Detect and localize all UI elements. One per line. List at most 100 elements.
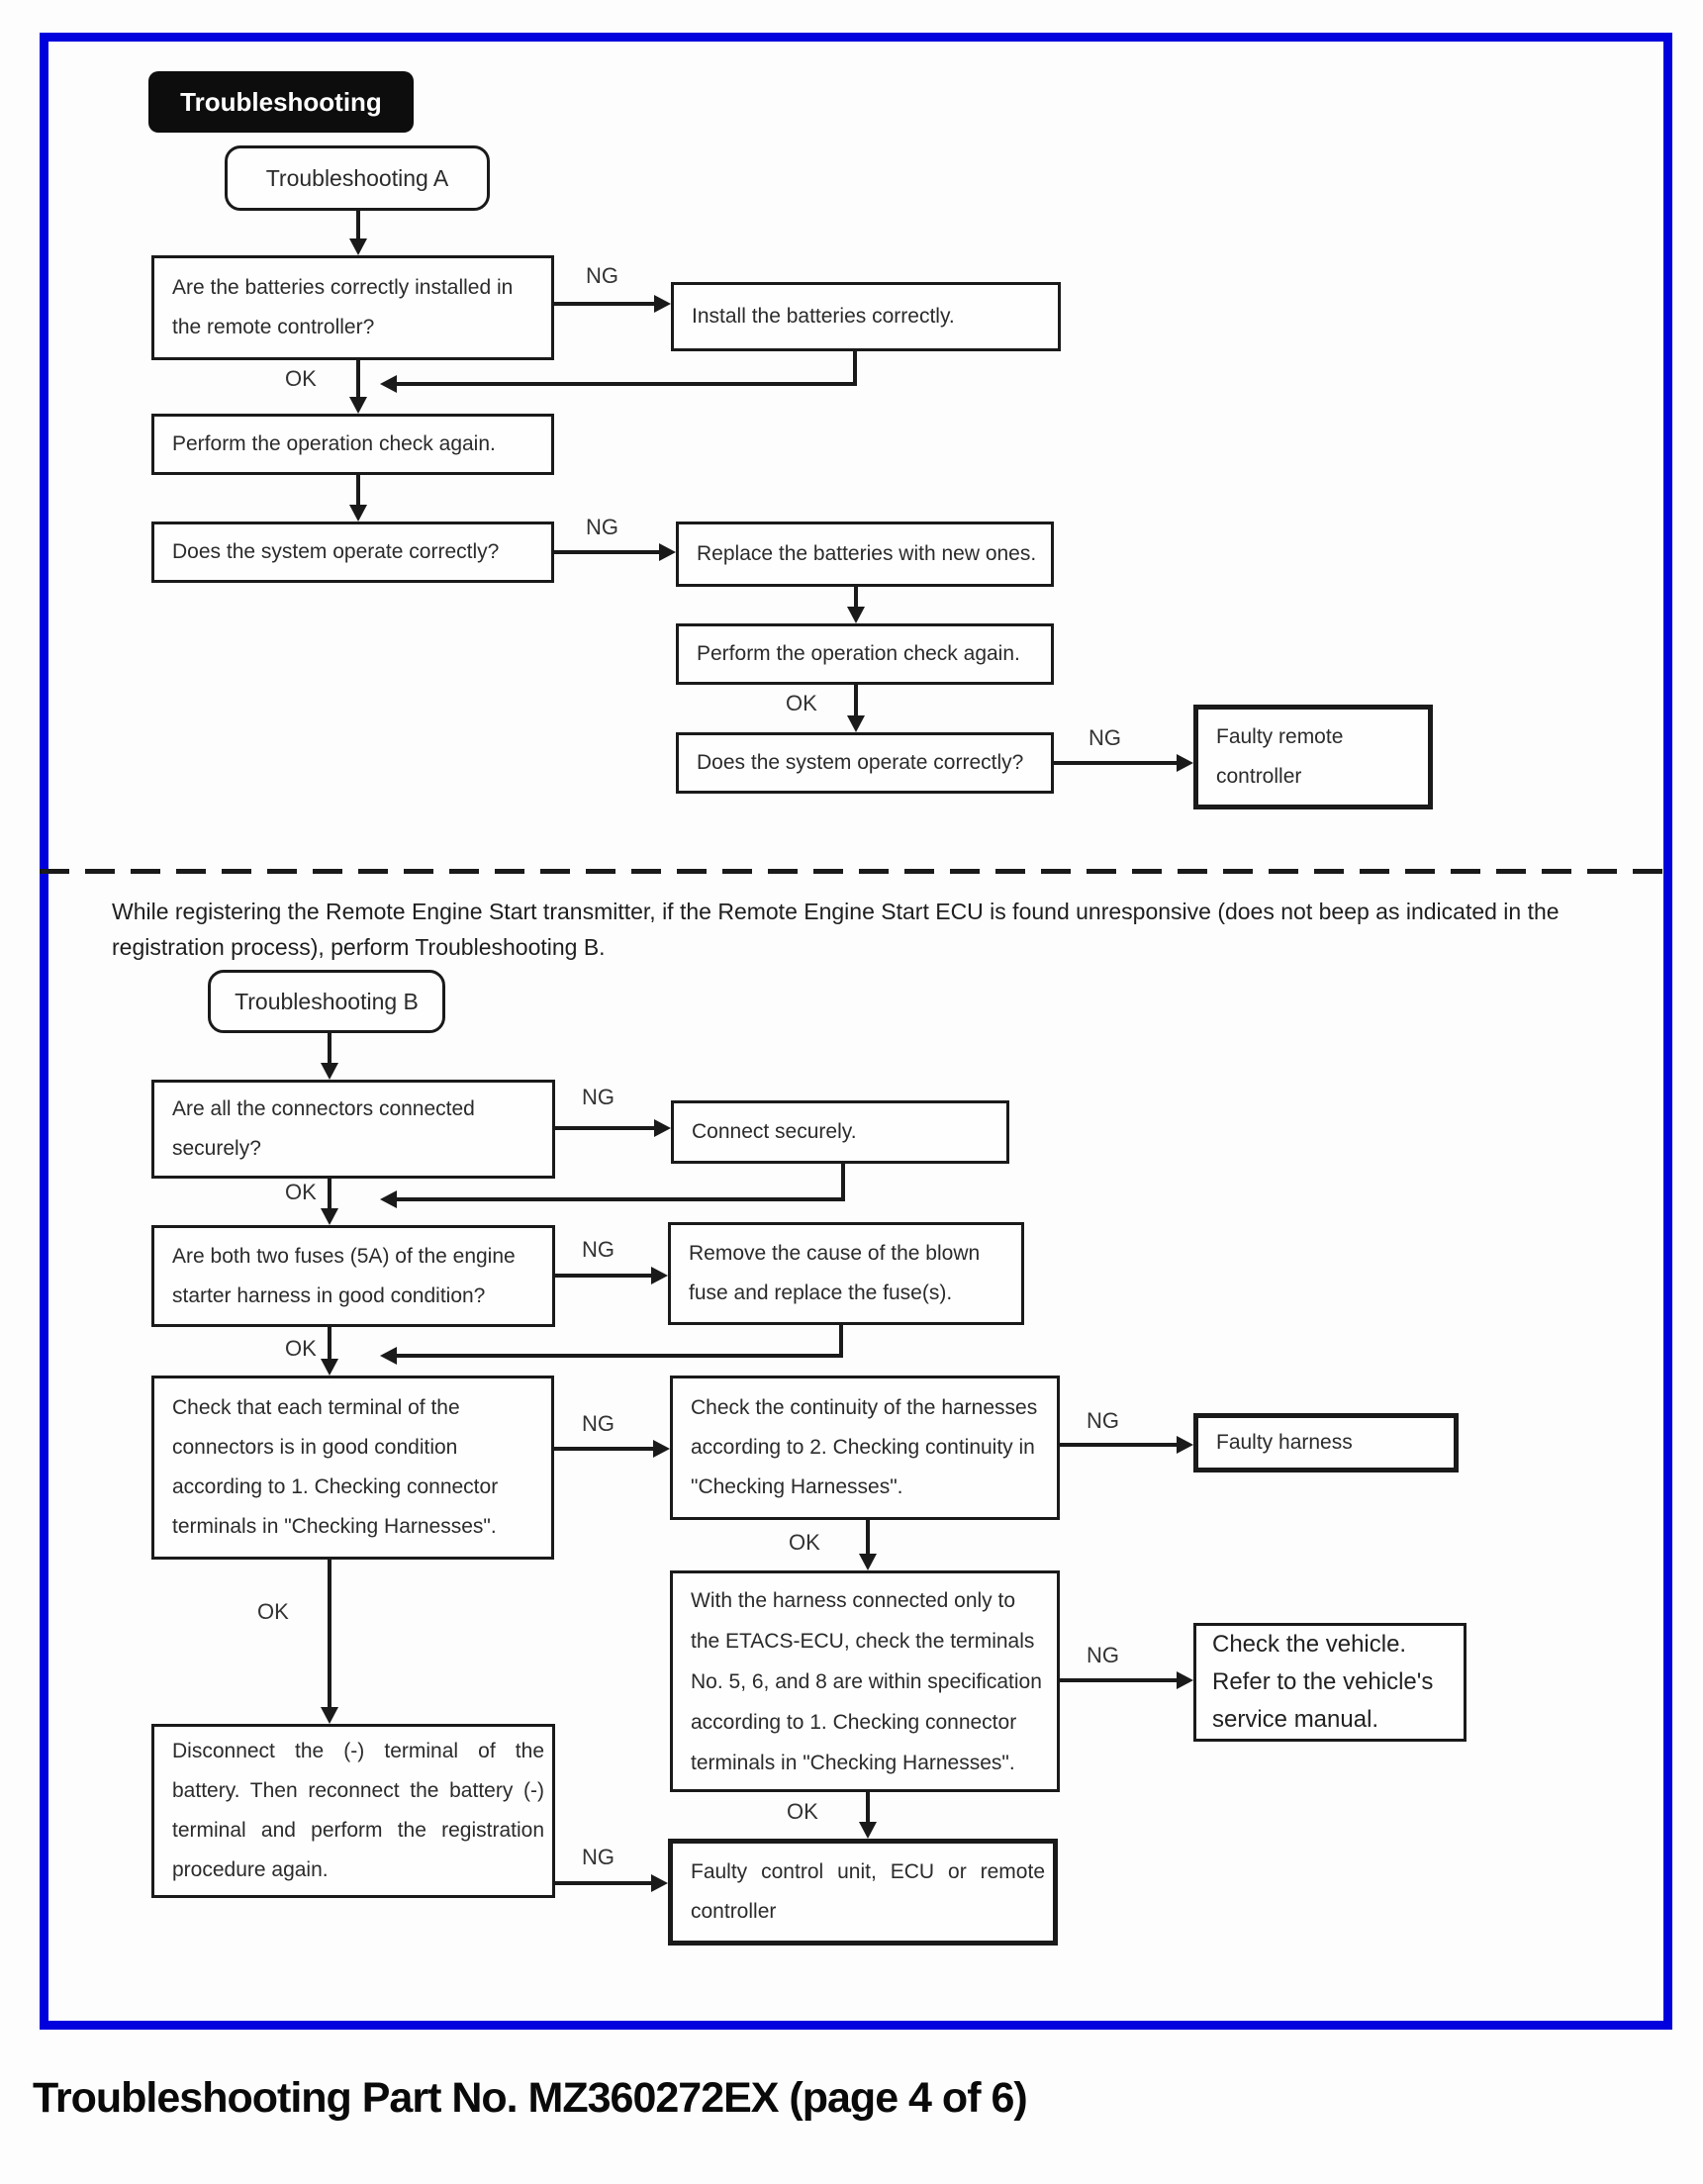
node-text: Install the batteries correctly. [692,305,955,328]
ng-label: NG [586,263,618,288]
connector-line [554,1447,653,1451]
node-text: Faulty remote controller [1216,725,1344,788]
ok-label: OK [257,1599,289,1624]
arrowhead-left [380,1190,397,1208]
node-text: Does the system operate correctly? [697,751,1024,774]
arrowhead-right [653,1440,670,1458]
node-text: Connect securely. [692,1120,857,1143]
flow-a-start-label: Troubleshooting A [265,165,449,191]
node-text: Replace the batteries with new ones. [697,542,1037,565]
ng-label: NG [582,1411,615,1436]
ok-label: OK [285,1180,317,1204]
note-paragraph: While registering the Remote Engine Star… [112,899,1560,960]
arrowhead-down [859,1554,877,1570]
arrowhead-down [349,505,367,522]
node-text: Perform the operation check again. [172,432,496,455]
ok-label: OK [285,1336,317,1361]
connector-line [866,1792,870,1822]
connector-line [1060,1443,1177,1447]
arrowhead-right [1177,1671,1193,1689]
connector-line [555,1274,651,1278]
action-perform-check-2: Perform the operation check again. [676,623,1054,685]
action-remove-blown-fuse: Remove the cause of the blown fuse and r… [668,1222,1024,1325]
arrowhead-right [1177,754,1193,772]
connector-line [1060,1678,1177,1682]
connector-line [853,351,857,384]
arrowhead-right [651,1874,668,1892]
node-text: Check the continuity of the harnesses ac… [691,1396,1038,1498]
node-text: Check that each terminal of the connecto… [172,1396,499,1538]
ok-label: OK [787,1799,818,1824]
troubleshooting-badge: Troubleshooting [148,71,414,133]
connector-line [356,475,360,505]
flow-a-start-node: Troubleshooting A [225,145,490,211]
question-system-operates-1: Does the system operate correctly? [151,522,554,583]
diagram-frame [40,33,1672,2030]
arrowhead-down [321,1063,338,1080]
connector-line [854,587,858,607]
connector-line [328,1033,331,1063]
node-text: With the harness connected only to the E… [691,1588,1042,1774]
arrowhead-down [321,1707,338,1724]
connector-line [555,1881,651,1885]
question-fuses-condition: Are both two fuses (5A) of the engine st… [151,1225,555,1327]
arrowhead-right [1177,1436,1193,1454]
connector-line [356,360,360,397]
question-batteries-installed: Are the batteries correctly installed in… [151,255,554,360]
result-faulty-remote-controller: Faulty remote controller [1193,705,1433,809]
action-check-vehicle: Check the vehicle. Refer to the vehicle'… [1193,1623,1466,1742]
connector-line [328,1560,331,1707]
connector-line [554,550,659,554]
arrowhead-down [847,607,865,623]
question-system-operates-2: Does the system operate correctly? [676,732,1054,794]
action-perform-check-1: Perform the operation check again. [151,414,554,475]
arrowhead-down [349,238,367,255]
node-text: Check the vehicle. Refer to the vehicle'… [1212,1631,1434,1733]
connector-line [328,1179,331,1208]
arrowhead-left [380,375,397,393]
action-check-continuity: Check the continuity of the harnesses ac… [670,1376,1060,1520]
connector-line [397,1354,843,1358]
action-disconnect-battery: Disconnect the (-) terminal of the batte… [151,1724,555,1898]
ng-label: NG [582,1085,615,1109]
action-replace-batteries: Replace the batteries with new ones. [676,522,1054,587]
flow-b-start-node: Troubleshooting B [208,970,445,1033]
action-install-batteries: Install the batteries correctly. [671,282,1061,351]
node-text: Are all the connectors connected securel… [172,1097,475,1160]
result-faulty-control-unit: Faulty control unit, ECU or remote contr… [668,1839,1058,1946]
node-text: Disconnect the (-) terminal of the batte… [172,1740,544,1881]
arrowhead-right [654,295,671,313]
connector-line [555,1126,654,1130]
page-caption: Troubleshooting Part No. MZ360272EX (pag… [33,2074,1028,2122]
connector-line [839,1325,843,1356]
question-connectors-secure: Are all the connectors connected securel… [151,1080,555,1179]
connector-line [554,302,654,306]
ok-label: OK [789,1530,820,1555]
ok-label: OK [786,691,817,715]
arrowhead-left [380,1347,397,1365]
result-faulty-harness: Faulty harness [1193,1413,1459,1472]
flow-b-start-label: Troubleshooting B [235,989,419,1014]
node-text: Are both two fuses (5A) of the engine st… [172,1244,516,1307]
node-text: Are the batteries correctly installed in… [172,276,514,338]
arrowhead-down [321,1359,338,1376]
action-check-etacs-terminals: With the harness connected only to the E… [670,1570,1060,1792]
arrowhead-down [349,397,367,414]
connector-line [328,1327,331,1359]
badge-label: Troubleshooting [180,86,382,117]
connector-line [1054,761,1177,765]
arrowhead-down [321,1208,338,1225]
connector-line [397,1197,845,1201]
arrowhead-right [659,543,676,561]
arrowhead-down [847,715,865,732]
action-connect-securely: Connect securely. [671,1100,1009,1164]
arrowhead-right [654,1119,671,1137]
node-text: Remove the cause of the blown fuse and r… [689,1242,981,1304]
ng-label: NG [1087,1643,1119,1667]
arrowhead-down [859,1822,877,1839]
dashed-divider [40,869,1672,874]
node-text: Faulty control unit, ECU or remote contr… [691,1860,1045,1923]
node-text: Perform the operation check again. [697,642,1020,665]
ng-label: NG [586,515,618,539]
